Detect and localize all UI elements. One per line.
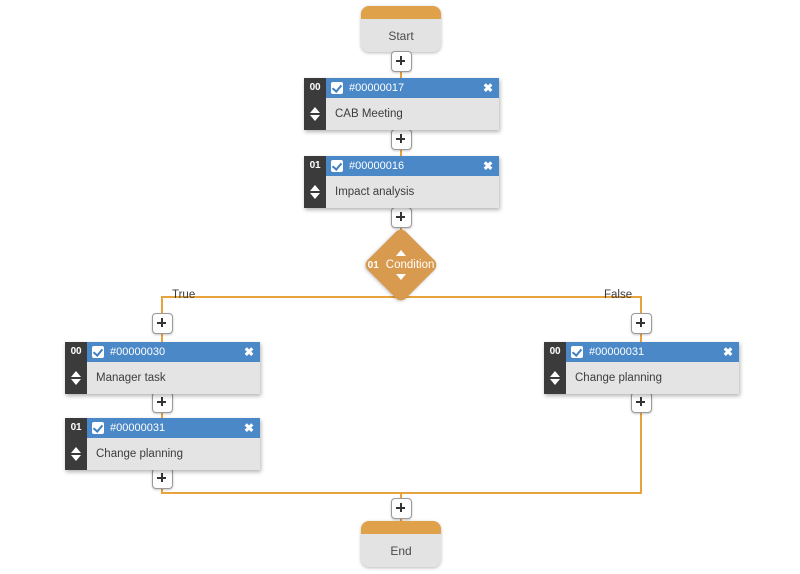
chevron-up-icon[interactable]	[310, 107, 320, 113]
add-step-button-after-change-planning-true[interactable]	[152, 468, 173, 489]
chevron-down-icon[interactable]	[71, 455, 81, 461]
card-title: Change planning	[87, 438, 260, 470]
card-index: 00	[549, 346, 561, 357]
card-id: #00000016	[349, 160, 405, 172]
condition-node-label: Condition	[385, 259, 435, 271]
card-titlebar: #00000030 ✖	[87, 342, 260, 362]
chevron-down-icon[interactable]	[396, 274, 406, 280]
card-index: 00	[309, 82, 321, 93]
connector-change-false-to-merge	[640, 394, 642, 494]
card-titlebar: #00000031 ✖	[87, 418, 260, 438]
close-icon[interactable]: ✖	[722, 345, 733, 359]
add-step-button-true-branch[interactable]	[152, 313, 173, 334]
card-gutter: 00	[544, 342, 566, 394]
card-id: #00000030	[110, 346, 166, 358]
card-gutter: 00	[65, 342, 87, 394]
chevron-up-icon[interactable]	[71, 447, 81, 453]
close-icon[interactable]: ✖	[243, 421, 254, 435]
card-gutter: 01	[304, 156, 326, 208]
chevron-up-icon[interactable]	[310, 185, 320, 191]
checkbox-checked-icon[interactable]	[331, 160, 343, 172]
card-title: Change planning	[566, 362, 739, 394]
branch-label-false: False	[604, 289, 633, 301]
card-main: #00000031 ✖ Change planning	[566, 342, 739, 394]
end-node[interactable]: End	[361, 521, 441, 567]
add-step-button-after-change-planning-false[interactable]	[631, 392, 652, 413]
card-title: Impact analysis	[326, 176, 499, 208]
task-card-cab-meeting[interactable]: 00 #00000017 ✖ CAB Meeting	[304, 78, 499, 130]
end-node-label: End	[390, 543, 412, 558]
close-icon[interactable]: ✖	[482, 159, 493, 173]
close-icon[interactable]: ✖	[482, 81, 493, 95]
card-titlebar: #00000031 ✖	[566, 342, 739, 362]
card-title: CAB Meeting	[326, 98, 499, 130]
condition-node-index: 01	[367, 260, 379, 271]
task-card-change-planning-true[interactable]: 01 #00000031 ✖ Change planning	[65, 418, 260, 470]
end-node-header	[361, 521, 441, 534]
condition-node-content: 01 Condition	[353, 230, 449, 300]
card-reorder-arrows[interactable]	[310, 176, 320, 208]
card-titlebar: #00000016 ✖	[326, 156, 499, 176]
card-main: #00000031 ✖ Change planning	[87, 418, 260, 470]
chevron-up-icon[interactable]	[396, 250, 406, 256]
chevron-down-icon[interactable]	[71, 379, 81, 385]
card-reorder-arrows[interactable]	[71, 362, 81, 394]
card-main: #00000030 ✖ Manager task	[87, 342, 260, 394]
card-main: #00000016 ✖ Impact analysis	[326, 156, 499, 208]
add-step-button-after-start[interactable]	[391, 51, 412, 72]
checkbox-checked-icon[interactable]	[92, 422, 104, 434]
add-step-button-after-manager-task[interactable]	[152, 392, 173, 413]
card-reorder-arrows[interactable]	[310, 98, 320, 130]
card-id: #00000017	[349, 82, 405, 94]
checkbox-checked-icon[interactable]	[571, 346, 583, 358]
condition-node[interactable]: 01 Condition	[353, 226, 449, 304]
task-card-impact-analysis[interactable]: 01 #00000016 ✖ Impact analysis	[304, 156, 499, 208]
card-reorder-arrows[interactable]	[71, 438, 81, 470]
add-step-button-after-cab[interactable]	[391, 129, 412, 150]
card-gutter: 01	[65, 418, 87, 470]
card-main: #00000017 ✖ CAB Meeting	[326, 78, 499, 130]
start-node[interactable]: Start	[361, 6, 441, 52]
card-id: #00000031	[110, 422, 166, 434]
checkbox-checked-icon[interactable]	[92, 346, 104, 358]
card-title: Manager task	[87, 362, 260, 394]
card-titlebar: #00000017 ✖	[326, 78, 499, 98]
add-step-button-after-impact[interactable]	[391, 207, 412, 228]
chevron-down-icon[interactable]	[310, 193, 320, 199]
close-icon[interactable]: ✖	[243, 345, 254, 359]
condition-node-text: 01 Condition	[368, 259, 435, 271]
card-index: 01	[309, 160, 321, 171]
chevron-up-icon[interactable]	[71, 371, 81, 377]
card-index: 00	[70, 346, 82, 357]
task-card-change-planning-false[interactable]: 00 #00000031 ✖ Change planning	[544, 342, 739, 394]
card-index: 01	[70, 422, 82, 433]
task-card-manager-task[interactable]: 00 #00000030 ✖ Manager task	[65, 342, 260, 394]
start-node-header	[361, 6, 441, 19]
add-step-button-false-branch[interactable]	[631, 313, 652, 334]
add-step-button-before-end[interactable]	[391, 498, 412, 519]
branch-label-true: True	[172, 289, 196, 301]
card-gutter: 00	[304, 78, 326, 130]
chevron-down-icon[interactable]	[550, 379, 560, 385]
card-id: #00000031	[589, 346, 645, 358]
chevron-up-icon[interactable]	[550, 371, 560, 377]
start-node-label: Start	[388, 28, 414, 43]
chevron-down-icon[interactable]	[310, 115, 320, 121]
card-reorder-arrows[interactable]	[550, 362, 560, 394]
checkbox-checked-icon[interactable]	[331, 82, 343, 94]
